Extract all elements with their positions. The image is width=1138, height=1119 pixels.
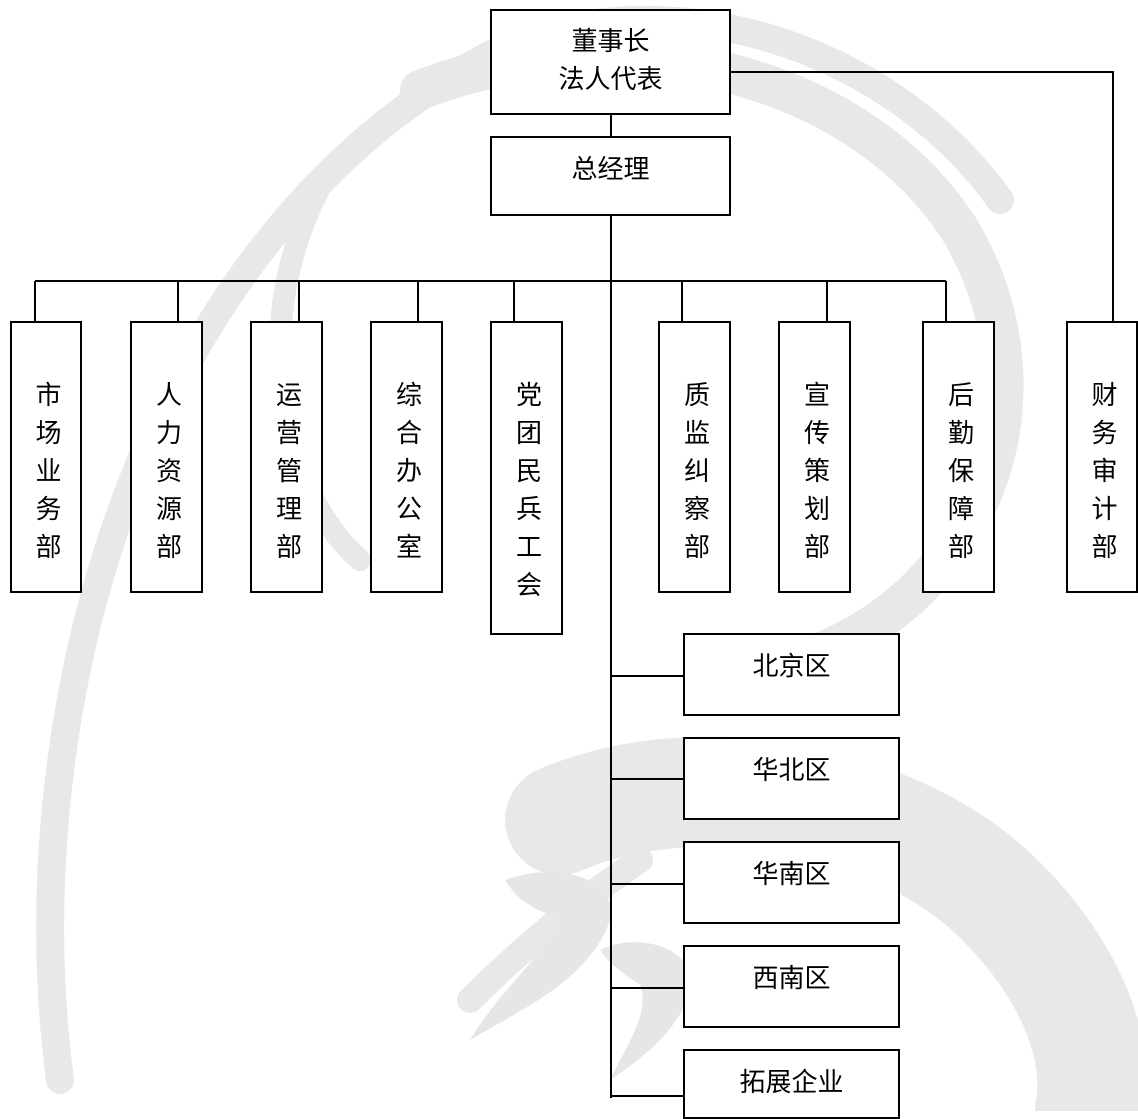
- department-label: 质监纠察部: [679, 381, 710, 571]
- region-box: 西南区: [683, 945, 900, 1028]
- department-label: 市场业务部: [31, 381, 61, 571]
- department-box: 后勤保障部: [922, 321, 995, 593]
- department-label: 运营管理部: [271, 381, 302, 571]
- department-box: 质监纠察部: [658, 321, 731, 593]
- region-label: 北京区: [752, 652, 831, 682]
- department-box: 综合办公室: [370, 321, 443, 593]
- region-label: 西南区: [752, 964, 831, 994]
- audit-department-box: 财务审计部: [1066, 321, 1138, 593]
- general-manager-label: 总经理: [571, 155, 650, 185]
- chairman-box: 董事长 法人代表: [490, 9, 731, 115]
- region-box: 拓展企业: [683, 1049, 900, 1119]
- department-box: 人力资源部: [130, 321, 203, 593]
- department-label: 宣传策划部: [799, 381, 830, 571]
- region-label: 华北区: [752, 756, 831, 786]
- department-box: 党团民兵工会: [490, 321, 563, 635]
- department-label: 人力资源部: [151, 381, 182, 571]
- department-box: 市场业务部: [10, 321, 82, 593]
- region-label: 拓展企业: [739, 1068, 844, 1098]
- department-label: 后勤保障部: [943, 381, 974, 571]
- chairman-label: 董事长 法人代表: [558, 27, 663, 95]
- audit-department-label: 财务审计部: [1087, 381, 1117, 571]
- region-box: 北京区: [683, 633, 900, 716]
- department-label: 党团民兵工会: [511, 381, 542, 609]
- department-box: 宣传策划部: [778, 321, 851, 593]
- department-box: 运营管理部: [250, 321, 323, 593]
- department-label: 综合办公室: [391, 381, 422, 571]
- region-box: 华北区: [683, 737, 900, 820]
- general-manager-box: 总经理: [490, 136, 731, 216]
- region-box: 华南区: [683, 841, 900, 924]
- region-label: 华南区: [752, 860, 831, 890]
